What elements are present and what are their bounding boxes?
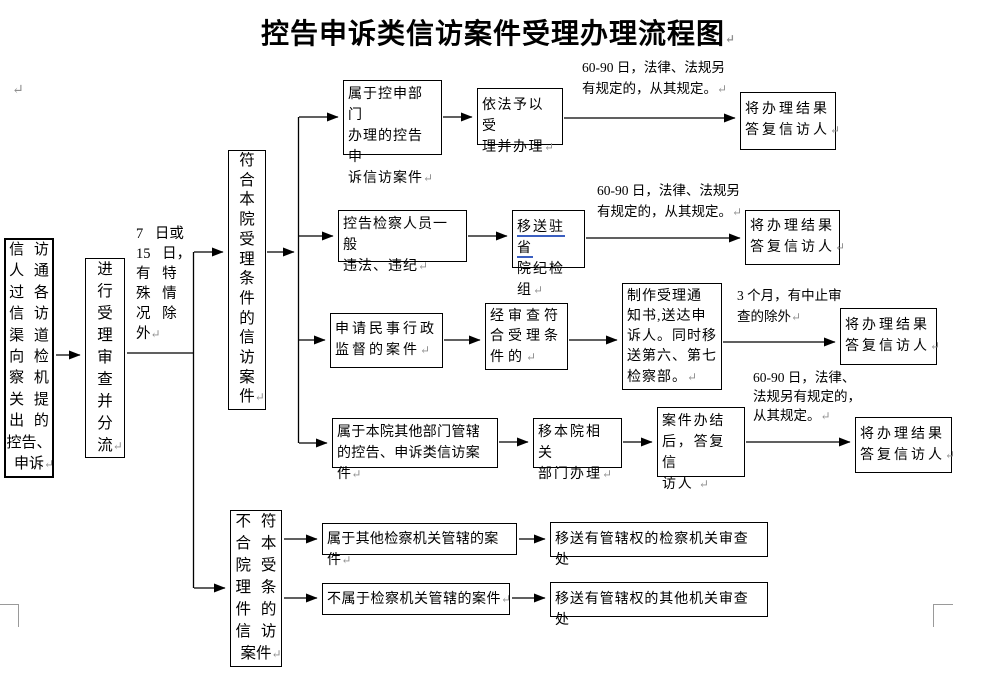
row3-deadline-note: 3 个月，有中止审 查的除外↵: [737, 288, 842, 324]
row6-step1-box: 不属于检察机关管辖的案件↵: [322, 583, 511, 615]
row2-result-text: 将办理结果 答复信访人: [750, 219, 835, 255]
time-limit-note: 7 日或 15 日， 有 特 殊 情 况 除 外↵: [136, 226, 192, 342]
row6-step1-text: 不属于检察机关管辖的案件: [327, 592, 501, 607]
qualified-box-text: 符 合 本 院 受 理 条 件 的 信 访 案 件: [239, 152, 255, 406]
row4-result-text: 将办理结果 答复信访人: [860, 427, 945, 463]
row5-result-box: 移送有管辖权的检察机关审查处: [550, 522, 768, 568]
row1-deadline-note: 60-90 日，法律、法规另 有规定的，从其规定。↵: [582, 60, 728, 96]
row2-step1-box: 控告检察人员一般 违法、违纪↵: [338, 210, 467, 274]
row1-step2-box: 依法予以受 理并办理↵: [477, 88, 563, 155]
source-box: 信 访 人 通 过 各 信 访 渠 道 向 检 察 机 关 提 出 的 控告、 …: [4, 238, 54, 478]
row1-step1-text: 属于控申部门 办理的控告申 诉信访案件: [348, 87, 423, 186]
row2-deadline-note: 60-90 日，法律、法规另 有规定的，从其规定。↵: [597, 183, 743, 219]
time-limit-note-text: 7 日或 15 日， 有 特 殊 情 况 除 外: [136, 226, 192, 342]
triage-box: 进 行 受 理 审 查 并 分 流↵: [85, 258, 125, 458]
triage-box-text: 进 行 受 理 审 查 并 分 流: [97, 261, 113, 454]
row3-result-text: 将办理结果 答复信访人: [845, 318, 930, 354]
row1-step2-text: 依法予以受 理并办理: [482, 98, 544, 155]
row3-step1-box: 申请民事行政 监督的案件↵: [330, 313, 443, 368]
row5-step1-text: 属于其他检察机关管辖的案件: [327, 532, 499, 568]
row4-step1-box: 属于本院其他部门管辖 的控告、申诉类信访案件↵: [332, 418, 498, 482]
row1-result-box: 将办理结果 答复信访人↵: [740, 92, 840, 150]
row3-step3-text: 制作受理通 知书,送达申 诉人。同时移 送第六、第七 检察部。: [627, 289, 717, 385]
row4-step1-text: 属于本院其他部门管辖 的控告、申诉类信访案件: [337, 425, 480, 482]
row3-result-box: 将办理结果 答复信访人↵: [840, 308, 940, 365]
row3-step2-text: 经审查符 合受理条 件的: [490, 309, 562, 365]
row2-step1-text: 控告检察人员一般 违法、违纪: [343, 217, 448, 274]
row2-result-box: 将办理结果 答复信访人↵: [745, 210, 845, 265]
row3-step2-box: 经审查符 合受理条 件的↵: [485, 303, 568, 370]
row3-deadline-text: 3 个月，有中止审 查的除外: [737, 288, 842, 324]
row2-step2-text: 院纪检组: [517, 262, 565, 298]
row5-step1-box: 属于其他检察机关管辖的案件↵: [322, 523, 517, 568]
row3-step1-text: 申请民事行政 监督的案件: [335, 322, 437, 358]
row4-result-box: 将办理结果 答复信访人↵: [855, 417, 955, 473]
row4-step3-text: 案件办结 后，答复信 访人: [662, 414, 726, 492]
row4-step3-box: 案件办结 后，答复信 访人 ↵: [657, 407, 745, 492]
page-corner-mark: [0, 604, 19, 627]
row6-result-box: 移送有管辖权的其他机关审查处: [550, 582, 768, 628]
row4-deadline-text: 60-90 日，法律、 法规另有规定的， 从其规定。: [753, 370, 861, 423]
row1-result-text: 将办理结果 答复信访人: [745, 102, 830, 138]
row5-result-text: 移送有管辖权的检察机关审查处: [555, 532, 749, 568]
row1-step1-box: 属于控申部门 办理的控告申 诉信访案件↵: [343, 80, 442, 186]
row3-step3-box: 制作受理通 知书,送达申 诉人。同时移 送第六、第七 检察部。↵: [622, 283, 722, 390]
source-box-text: 信 访 人 通 过 各 信 访 渠 道 向 检 察 机 关 提 出 的 控告、 …: [6, 242, 52, 473]
row2-step2-underlined-text: 移送驻省: [517, 220, 565, 258]
unqualified-box-text: 不 符 合 本 院 受 理 条 件 的 信 访 案件: [235, 513, 277, 662]
page-title-text: 控告申诉类信访案件受理办理流程图: [260, 19, 725, 50]
page-corner-mark: [933, 604, 953, 627]
row6-result-text: 移送有管辖权的其他机关审查处: [555, 592, 749, 628]
row4-step2-text: 移本院相关 部门办理: [538, 425, 602, 482]
unqualified-box: 不 符 合 本 院 受 理 条 件 的 信 访 案件↵: [230, 510, 282, 667]
row2-step2-box: 移送驻省院纪检组↵: [512, 210, 585, 298]
qualified-box: 符 合 本 院 受 理 条 件 的 信 访 案 件↵: [228, 150, 266, 410]
page-title: 控告申诉类信访案件受理办理流程图↵: [260, 19, 736, 50]
row4-step2-box: 移本院相关 部门办理↵: [533, 418, 622, 482]
pilcrow-icon: ↵: [12, 83, 24, 98]
row1-deadline-text: 60-90 日，法律、法规另 有规定的，从其规定。: [582, 60, 725, 96]
row2-deadline-text: 60-90 日，法律、法规另 有规定的，从其规定。: [597, 183, 740, 219]
row4-deadline-note: 60-90 日，法律、 法规另有规定的， 从其规定。↵: [753, 370, 861, 423]
